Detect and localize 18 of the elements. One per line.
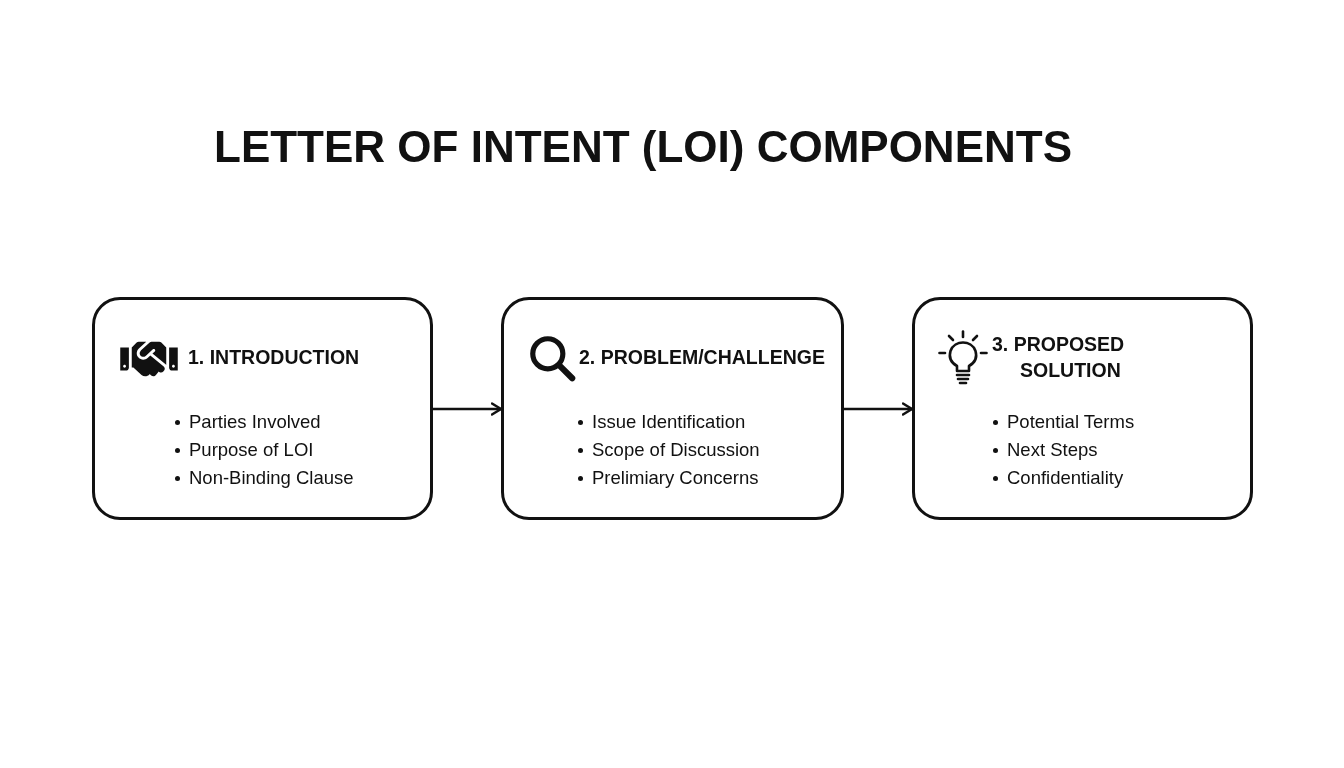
step-card	[92, 297, 433, 520]
list-item: Next Steps	[1007, 438, 1098, 462]
list-item: Prelimiary Concerns	[592, 466, 759, 490]
list-item: Non-Binding Clause	[189, 466, 354, 490]
step-heading: 3. PROPOSED SOLUTION	[992, 332, 1126, 383]
list-item: Issue Identification	[592, 410, 746, 434]
step-heading: 2. PROBLEM/CHALLENGE	[579, 345, 826, 370]
step-card	[501, 297, 844, 520]
list-item: Potential Terms	[1007, 410, 1135, 434]
arrow	[433, 402, 503, 416]
list-item: Scope of Discussion	[592, 438, 760, 462]
step-heading: 1. INTRODUCTION	[188, 345, 361, 370]
step-card	[912, 297, 1253, 520]
diagram-title: LETTER OF INTENT (LOI) COMPONENTS	[214, 121, 1072, 173]
list-item: Confidentiality	[1007, 466, 1124, 490]
arrow	[844, 402, 914, 416]
list-item: Parties Involved	[189, 410, 321, 434]
list-item: Purpose of LOI	[189, 438, 314, 462]
